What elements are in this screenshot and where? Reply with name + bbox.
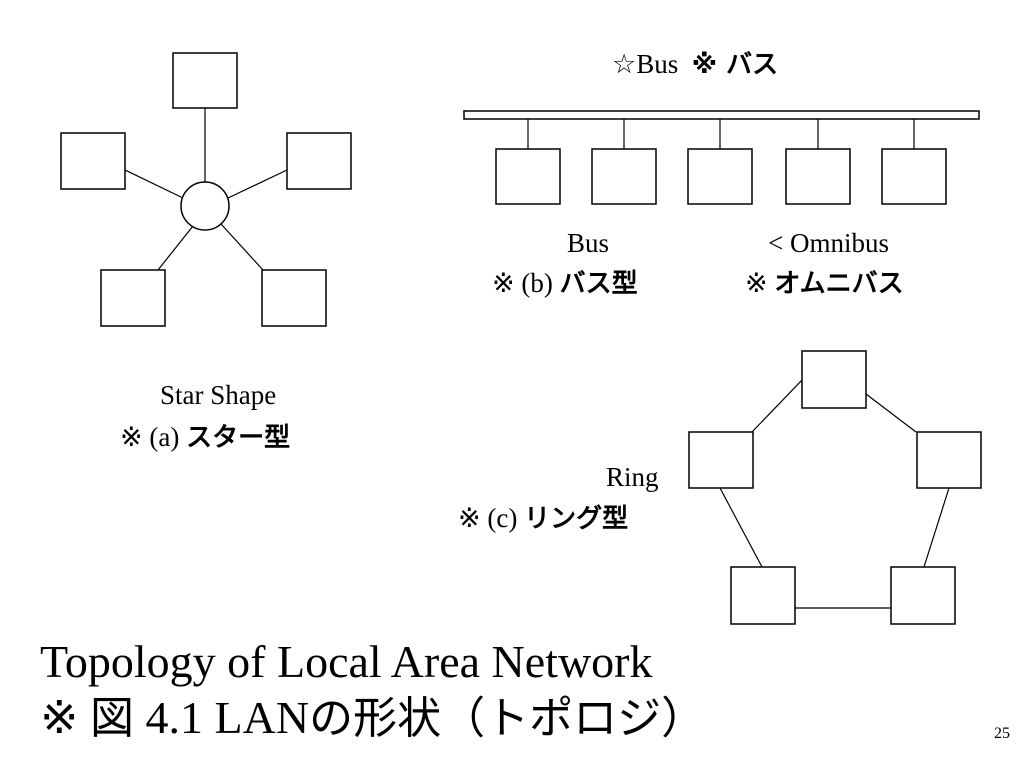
omnibus-label-prefix: ※ bbox=[745, 268, 775, 298]
star-node-bottom-right bbox=[261, 269, 327, 327]
star-label-jp: ※ (a) スター型 bbox=[120, 421, 290, 454]
ring-label-jp: ※ (c) リング型 bbox=[458, 502, 628, 535]
bus-label-prefix: ※ (b) bbox=[492, 268, 560, 298]
ring-link-top-right bbox=[865, 393, 917, 433]
star-node-top bbox=[172, 52, 238, 109]
bus-node-2 bbox=[591, 148, 657, 205]
slide-title-jp: ※ 図 4.1 LANの形状（トポロジ） bbox=[40, 692, 705, 745]
bus-label-omnibus: < Omnibus bbox=[768, 228, 889, 258]
ring-node-bottom-right bbox=[890, 566, 956, 625]
bus-backbone bbox=[463, 110, 980, 120]
ring-link-right bbox=[923, 487, 950, 568]
ring-label-en: Ring bbox=[606, 462, 659, 492]
star-node-left bbox=[60, 132, 126, 190]
bus-label-en: Bus bbox=[567, 228, 610, 258]
bus-node-1 bbox=[495, 148, 561, 205]
ring-node-left bbox=[688, 431, 754, 489]
omnibus-label-jp: ※ オムニバス bbox=[745, 267, 904, 300]
star-label-jp-text: スター型 bbox=[186, 423, 291, 453]
ring-node-right bbox=[916, 431, 982, 489]
star-hub bbox=[180, 181, 230, 231]
bus-node-4 bbox=[785, 148, 851, 205]
star-topology bbox=[60, 52, 352, 327]
slide-title-figure-word: 図 bbox=[90, 693, 135, 744]
ring-label-prefix: ※ (c) bbox=[458, 503, 525, 533]
star-link-bottom-left bbox=[157, 225, 194, 271]
ring-link-left bbox=[719, 487, 763, 568]
page-number: 25 bbox=[994, 725, 1010, 742]
bus-heading-jp: ※ バス bbox=[691, 50, 779, 80]
omnibus-label-jp-text: オムニバス bbox=[774, 269, 904, 299]
ring-label-jp-text: リング型 bbox=[524, 504, 629, 534]
ring-node-top bbox=[801, 350, 867, 409]
star-link-bottom-right bbox=[220, 223, 264, 271]
bus-heading: ☆Bus ※ バス bbox=[612, 48, 778, 81]
star-label-en: Star Shape bbox=[160, 380, 277, 410]
star-node-right bbox=[286, 132, 352, 190]
star-link-right bbox=[227, 169, 288, 199]
ring-topology bbox=[688, 350, 982, 625]
slide-title-jp-text: の形状（トポロジ） bbox=[309, 693, 706, 744]
star-label-prefix: ※ (a) bbox=[120, 422, 187, 452]
bus-label-jp-text: バス型 bbox=[559, 269, 638, 299]
slide-title-prefix: ※ bbox=[40, 692, 91, 743]
slide-title-en: Topology of Local Area Network bbox=[40, 636, 653, 687]
bus-label-jp: ※ (b) バス型 bbox=[492, 267, 638, 300]
star-node-bottom-left bbox=[100, 269, 166, 327]
bus-node-3 bbox=[687, 148, 753, 205]
bus-node-5 bbox=[881, 148, 947, 205]
ring-link-top-left bbox=[751, 379, 803, 433]
bus-topology bbox=[463, 110, 980, 205]
ring-node-bottom-left bbox=[730, 566, 796, 625]
star-link-left bbox=[124, 169, 184, 199]
slide-title-number: 4.1 LAN bbox=[134, 692, 310, 743]
bus-heading-en: ☆Bus bbox=[612, 49, 679, 79]
